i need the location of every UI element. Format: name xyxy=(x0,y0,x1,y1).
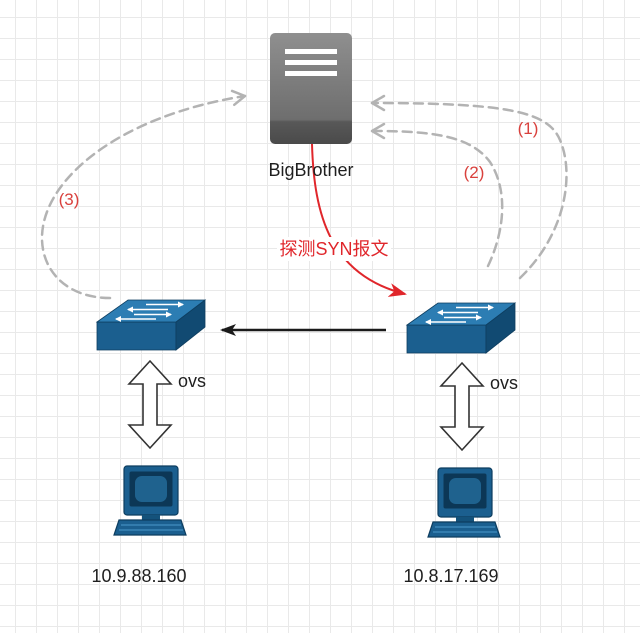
right-switch-label: ovs xyxy=(490,373,518,393)
left-double-arrow-icon xyxy=(128,360,172,449)
return-path-3 xyxy=(40,89,247,300)
return-path-2 xyxy=(370,122,504,268)
probe-label-text: 探测SYN报文 xyxy=(279,239,388,259)
left-computer-icon xyxy=(113,465,187,536)
probe-label: 探测SYN报文 xyxy=(277,237,391,261)
left-switch-icon xyxy=(97,300,205,350)
left-switch-label: ovs xyxy=(178,371,206,391)
return-path-1 xyxy=(370,94,568,280)
server-label: BigBrother xyxy=(268,160,353,180)
return-path-3-label: (3) xyxy=(59,190,80,209)
right-switch-icon xyxy=(407,303,515,353)
return-path-1-label: (1) xyxy=(518,119,539,138)
server-icon xyxy=(270,33,352,144)
left-host-ip: 10.9.88.160 xyxy=(91,566,186,586)
return-path-2-label: (2) xyxy=(464,163,485,182)
right-host-ip: 10.8.17.169 xyxy=(403,566,498,586)
right-computer-icon xyxy=(427,467,501,538)
right-double-arrow-icon xyxy=(440,362,484,451)
